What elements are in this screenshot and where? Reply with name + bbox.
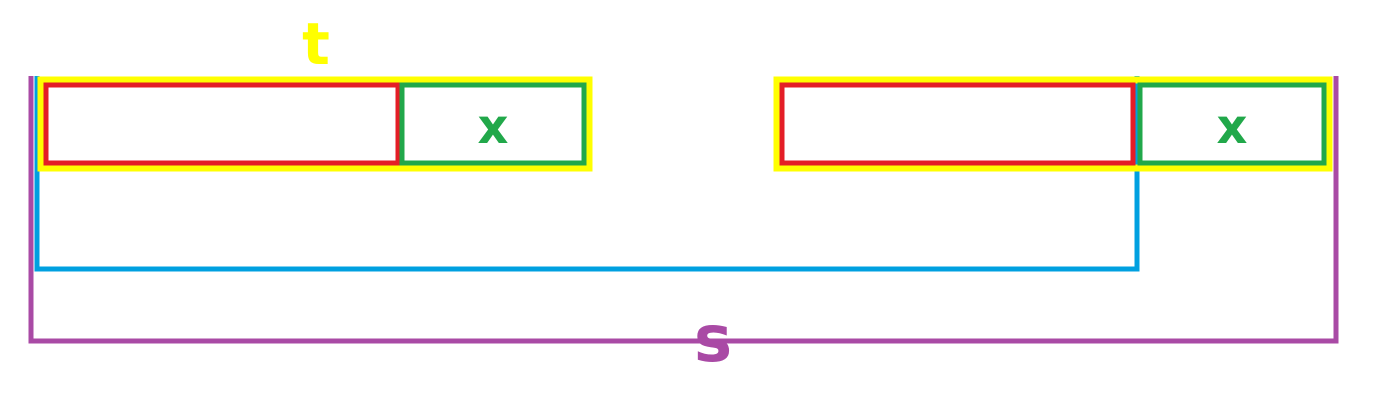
s-label: s xyxy=(694,303,732,377)
t-label: t xyxy=(302,10,330,78)
t-box-left xyxy=(37,76,593,172)
x-box-right xyxy=(1137,82,1327,166)
x-label-left: x xyxy=(478,99,509,155)
x-label-right: x xyxy=(1217,99,1248,155)
red-box-right xyxy=(779,82,1136,166)
x-box-left xyxy=(399,82,587,166)
s-bracket xyxy=(28,76,1339,344)
blue-bracket xyxy=(34,76,1140,272)
t-box-right xyxy=(773,76,1333,172)
red-box-left xyxy=(43,82,401,166)
